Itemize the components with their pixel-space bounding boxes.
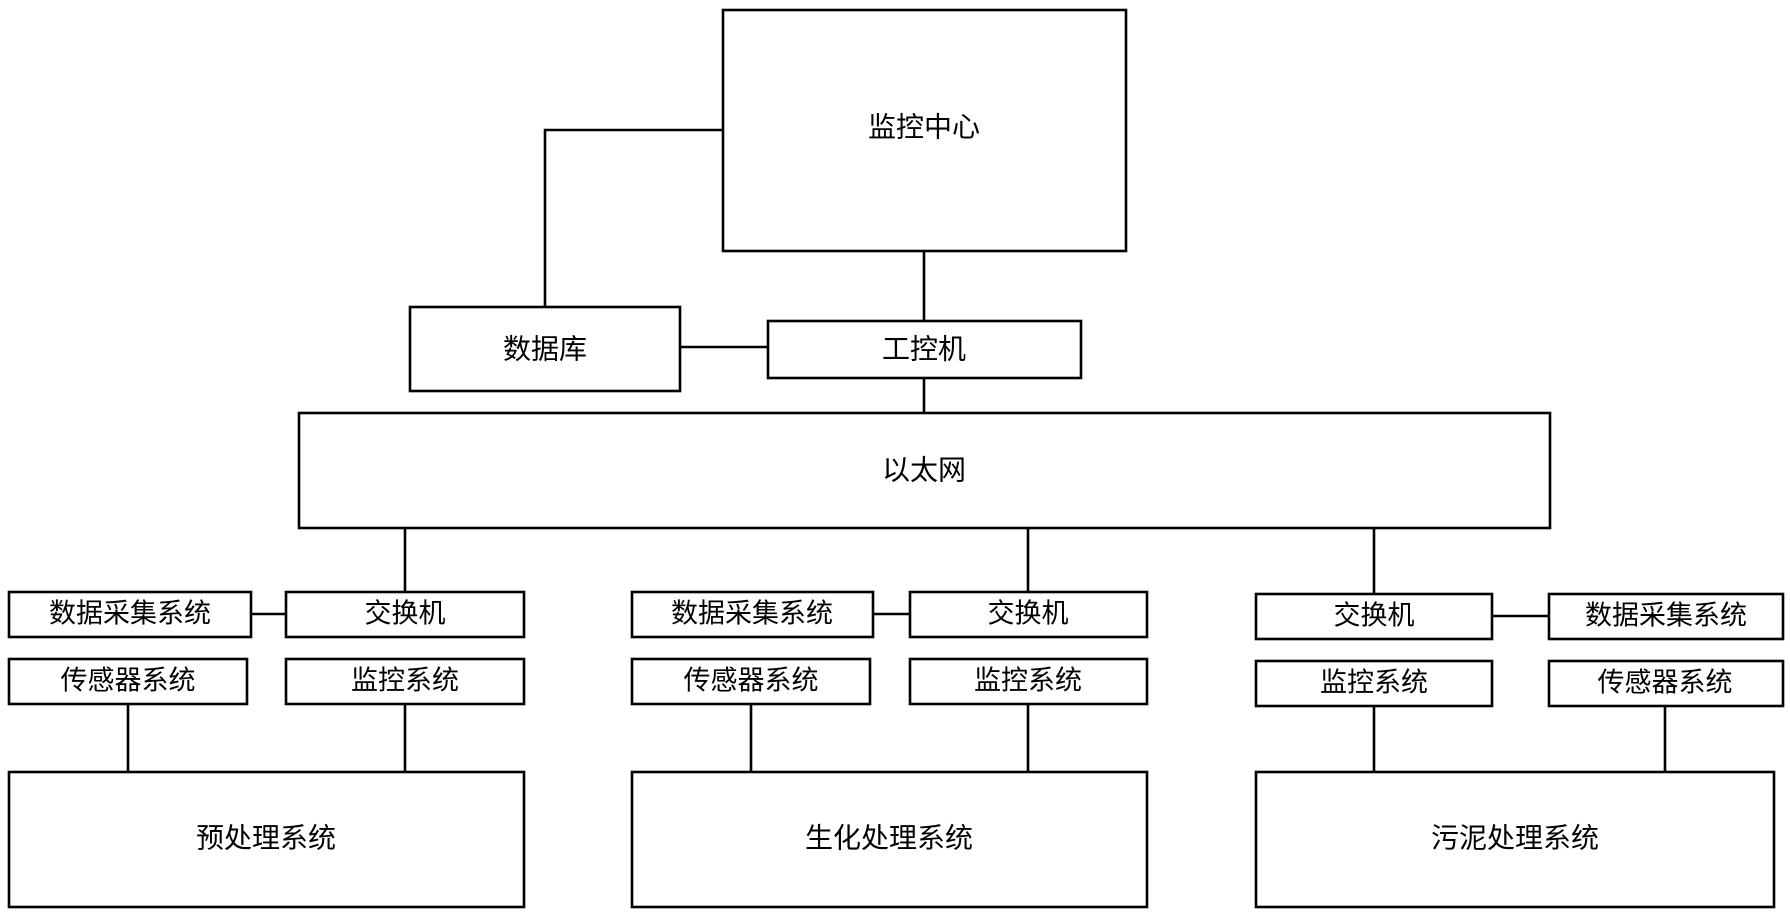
- pre-process-label: 预处理系统: [196, 822, 336, 855]
- connectors: [126, 128, 1667, 772]
- database-node: 数据库: [408, 305, 682, 393]
- ethernet-label: 以太网: [882, 454, 966, 487]
- database-label: 数据库: [503, 333, 587, 366]
- ethernet-node: 以太网: [297, 411, 1552, 530]
- sludge-switch-label: 交换机: [1334, 601, 1415, 632]
- biochemical-group: 数据采集系统 交换机 传感器系统 监控系统 生化处理系统: [630, 590, 1149, 909]
- sludge-sensor-label: 传感器系统: [1598, 668, 1733, 699]
- bio-sensor-label: 传感器系统: [684, 666, 819, 697]
- pre-switch-label: 交换机: [365, 599, 446, 630]
- monitoring-center-label: 监控中心: [868, 111, 980, 144]
- bio-monitoring-label: 监控系统: [974, 666, 1082, 697]
- pre-monitoring-label: 监控系统: [351, 666, 459, 697]
- industrial-pc-label: 工控机: [882, 333, 966, 366]
- bio-process-label: 生化处理系统: [805, 822, 973, 855]
- monitoring-center-node: 监控中心: [721, 8, 1128, 253]
- pre-sensor-label: 传感器系统: [61, 666, 196, 697]
- sludge-data-acquisition-label: 数据采集系统: [1585, 601, 1747, 632]
- pre-treatment-group: 数据采集系统 交换机 传感器系统 监控系统 预处理系统: [7, 590, 526, 909]
- industrial-pc-node: 工控机: [766, 319, 1083, 380]
- sludge-process-label: 污泥处理系统: [1431, 822, 1599, 855]
- sludge-monitoring-label: 监控系统: [1320, 668, 1428, 699]
- bio-switch-label: 交换机: [988, 599, 1069, 630]
- connector-center-database: [543, 128, 723, 307]
- pre-data-acquisition-label: 数据采集系统: [49, 599, 211, 630]
- bio-data-acquisition-label: 数据采集系统: [671, 599, 833, 630]
- sludge-group: 交换机 数据采集系统 监控系统 传感器系统 污泥处理系统: [1254, 592, 1785, 909]
